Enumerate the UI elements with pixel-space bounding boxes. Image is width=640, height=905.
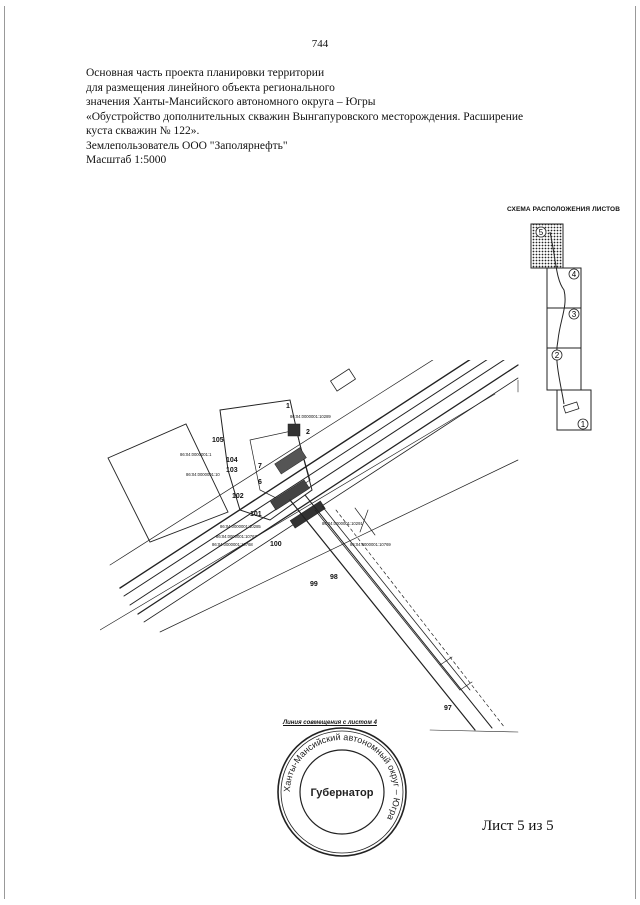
- stamp-center-text: Губернатор: [310, 787, 373, 799]
- point-label: 101: [250, 511, 262, 518]
- cadastral-label: 86:04:0000001:10291: [322, 521, 363, 526]
- cadastral-label: 86:04:0000001:10769: [350, 542, 391, 547]
- well-pad-mark: [562, 401, 580, 414]
- sheet-number-5: 5: [539, 228, 544, 237]
- page-border-left: [4, 6, 5, 899]
- point-label: 2: [306, 429, 310, 436]
- route-line: [549, 231, 566, 405]
- sheet-number-1: 1: [581, 420, 586, 429]
- point-label: 97: [444, 705, 452, 712]
- sheet-layout-scheme: 5 4 3 2 1: [530, 223, 592, 431]
- combine-line-label: Линия совмещения с листом 4: [283, 720, 377, 726]
- cadastral-label: 86:04:0000001:10767: [216, 534, 257, 539]
- point-label: 100: [270, 541, 282, 548]
- header-line: значения Ханты-Мансийского автономного о…: [86, 96, 376, 108]
- sheet-1-cell: [556, 389, 592, 431]
- sheet-count: Лист 5 из 5: [482, 818, 554, 834]
- point-label: 7: [258, 463, 262, 470]
- header-line: для размещения линейного объекта региона…: [86, 81, 335, 94]
- cadastral-label: 86:04:0000001:10289: [290, 414, 331, 419]
- page-border-right: [635, 6, 636, 899]
- document-header: Основная часть проекта планировки террит…: [86, 66, 566, 168]
- point-label: 1: [286, 403, 290, 410]
- cadastral-label: 86:04:0000001:10285: [220, 524, 261, 529]
- planning-drawing: 86:04:0000001:10289 86:04:0000001:1 86:0…: [100, 360, 519, 733]
- sheet-number-2: 2: [555, 351, 560, 360]
- point-label: 105: [212, 437, 224, 444]
- cadastral-label: 86:04:0000001:10768: [212, 542, 253, 547]
- header-line: куста скважин № 122».: [86, 125, 200, 137]
- point-label: 6: [258, 479, 262, 486]
- header-line: Масштаб 1:5000: [86, 154, 167, 166]
- cadastral-label: 86:04:0000001:1: [180, 452, 212, 457]
- point-label: 98: [330, 574, 338, 581]
- page-number: 744: [311, 38, 329, 50]
- point-label: 103: [226, 467, 238, 474]
- point-label: 99: [310, 581, 318, 588]
- sheet-number-3: 3: [572, 310, 577, 319]
- sheet-scheme-title: СХЕМА РАСПОЛОЖЕНИЯ ЛИСТОВ: [507, 206, 620, 213]
- stamp-ring-text: Ханты-Мансийский автономный округ – Югра: [282, 732, 402, 822]
- governor-stamp: Ханты-Мансийский автономный округ – Югра…: [277, 727, 407, 857]
- sheet-number-4: 4: [572, 270, 577, 279]
- header-line: Землепользователь ООО "Заполярнефть": [86, 139, 288, 152]
- header-line: Основная часть проекта планировки террит…: [86, 67, 325, 79]
- point-label: 102: [232, 493, 244, 500]
- point-label: 104: [226, 457, 238, 464]
- header-line: «Обустройство дополнительных скважин Вын…: [86, 110, 524, 123]
- cadastral-label: 86:04:0000001:10: [186, 472, 220, 477]
